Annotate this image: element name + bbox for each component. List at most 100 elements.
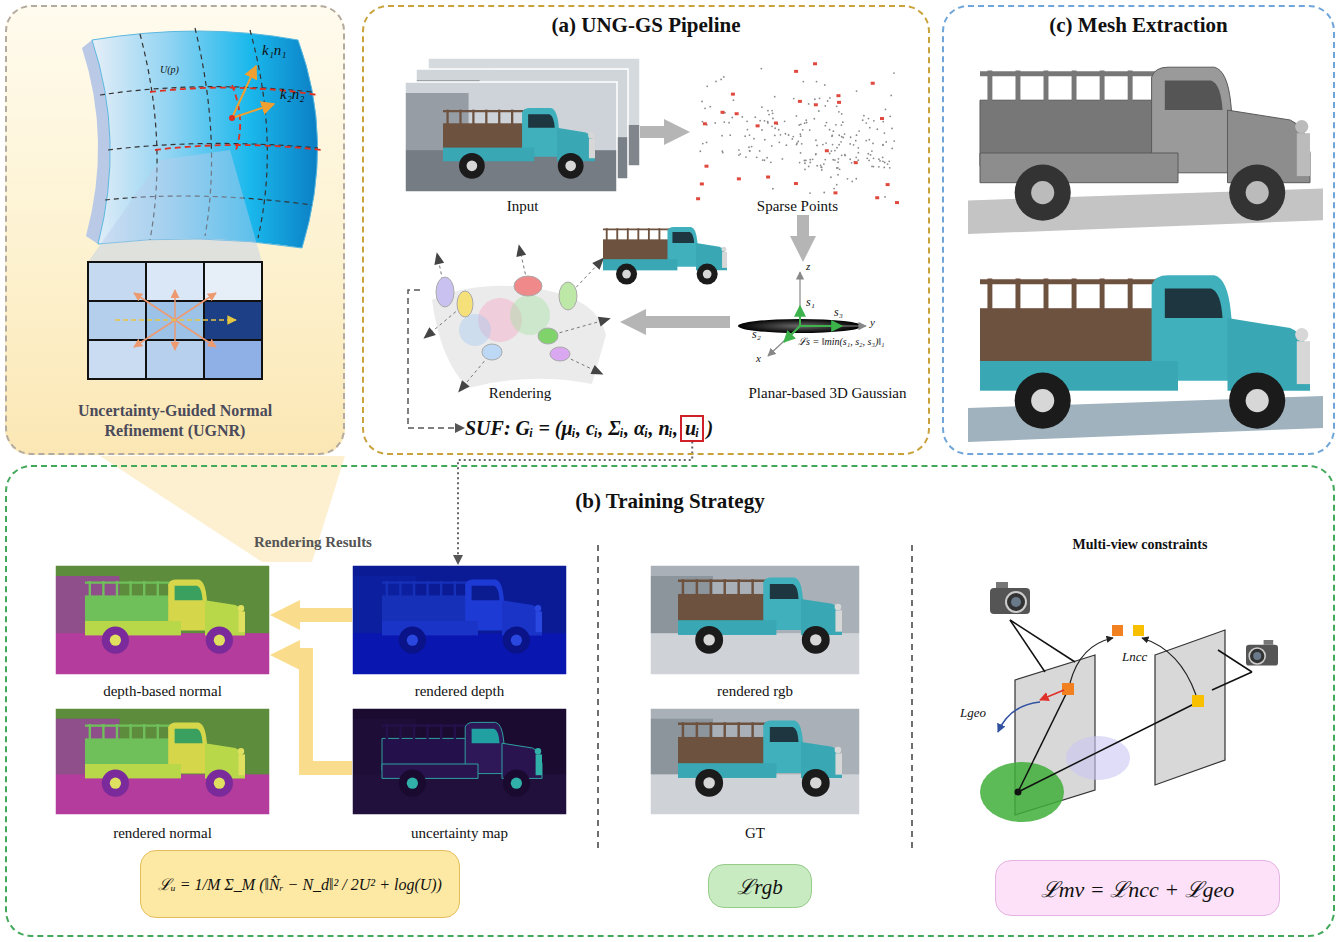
sparse-points [891, 128, 893, 130]
multi-view-sketch [1249, 648, 1265, 664]
loss-label: Lgeo [960, 706, 986, 721]
sparse-points [704, 107, 706, 109]
planar-gaussian [800, 325, 842, 327]
truck-figure [239, 611, 245, 632]
truck-figure [382, 764, 478, 778]
truck-figure [85, 722, 245, 796]
sparse-points [766, 157, 768, 159]
sparse-points [806, 122, 808, 124]
rendered-gaussians [598, 314, 612, 327]
sparse-points [867, 153, 869, 155]
sparse-points [766, 176, 770, 179]
sparse-points [753, 138, 755, 140]
connector [797, 215, 809, 236]
region-label: U(p) [160, 64, 179, 76]
curved-surface [150, 85, 322, 150]
sparse-points [771, 145, 773, 147]
sparse-points [808, 103, 810, 105]
truck-figure [695, 626, 723, 654]
sparse-points [809, 162, 811, 164]
truck-figure [697, 264, 718, 285]
sparse-points [799, 133, 801, 135]
sparse-points [759, 150, 761, 152]
sparse-points [836, 94, 840, 97]
sparse-points [714, 122, 716, 124]
sparse-points [837, 174, 839, 176]
image-frame [405, 82, 617, 192]
neighbour-grid [88, 262, 262, 379]
sparse-points [824, 125, 826, 127]
sparse-points [749, 150, 751, 152]
rendered-gaussians [454, 380, 469, 396]
truck-figure [770, 727, 799, 742]
image-box: Sparse Points [690, 58, 905, 215]
section-heading: Multi-view constraints [1073, 537, 1208, 553]
truck-figure [565, 161, 576, 172]
sparse-points [838, 134, 840, 136]
image-frame [352, 708, 567, 815]
sparse-points [696, 197, 700, 200]
sparse-points [706, 142, 708, 144]
sparse-points [700, 182, 704, 185]
image-thumbnail [55, 774, 270, 815]
sparse-points [878, 158, 880, 160]
truck-figure [535, 748, 541, 754]
truck-figure [443, 110, 525, 112]
truck-figure [1246, 389, 1269, 412]
sparse-points [749, 134, 751, 136]
truck-figure [511, 635, 522, 646]
truck-figure [472, 586, 500, 600]
sparse-points [884, 162, 886, 164]
sparse-points [871, 150, 873, 152]
neighbour-grid [88, 150, 262, 379]
sparse-points [891, 148, 893, 150]
rendered-gaussians [436, 277, 454, 307]
multi-view-sketch [1011, 597, 1021, 607]
rendered-gaussians [459, 314, 491, 346]
truck-figure [1015, 165, 1071, 221]
image-thumbnail [352, 708, 567, 815]
truck-figure [1246, 181, 1269, 204]
curved-surface [232, 104, 274, 118]
image-thumbnail [55, 708, 270, 815]
truck-figure [695, 769, 723, 797]
label-holder: U(p) [160, 64, 179, 76]
sparse-points [704, 165, 708, 168]
truck-figure [238, 748, 244, 754]
truck-figure [175, 729, 203, 743]
sparse-points [837, 167, 839, 169]
rendered-gaussians [457, 291, 473, 317]
sparse-points [834, 159, 836, 161]
axis-label: s₃ [834, 306, 843, 320]
sparse-points [771, 125, 773, 127]
sparse-points [884, 196, 886, 198]
sparse-points [723, 121, 725, 123]
sparse-points [774, 135, 776, 137]
truck-figure [678, 723, 767, 725]
axis-label: x [756, 352, 761, 365]
sparse-points [825, 149, 829, 152]
truck-figure [678, 620, 776, 635]
label-holder: Rendering Results [254, 534, 372, 551]
caption: uncertainty map [411, 824, 508, 842]
truck-figure [238, 605, 244, 611]
sparse-points [808, 166, 810, 168]
truck-figure [382, 724, 468, 726]
sparse-points [767, 121, 769, 123]
sparse-points [844, 154, 846, 156]
truck-figure [835, 610, 842, 631]
sparse-points [774, 96, 776, 98]
truck-figure [239, 754, 245, 775]
multi-view-sketch [1246, 645, 1278, 666]
image-box: rendered rgb [650, 565, 860, 700]
multi-view-sketch [1010, 620, 1075, 662]
image-box: GT [650, 708, 860, 842]
sparse-points [813, 118, 815, 120]
separator-line [598, 545, 912, 852]
truck-figure [382, 621, 478, 635]
planar-gaussian [800, 325, 866, 326]
sparse-points [764, 139, 766, 141]
image-thumbnail [405, 82, 617, 192]
sparse-points [834, 150, 836, 152]
sparse-points [762, 159, 764, 161]
